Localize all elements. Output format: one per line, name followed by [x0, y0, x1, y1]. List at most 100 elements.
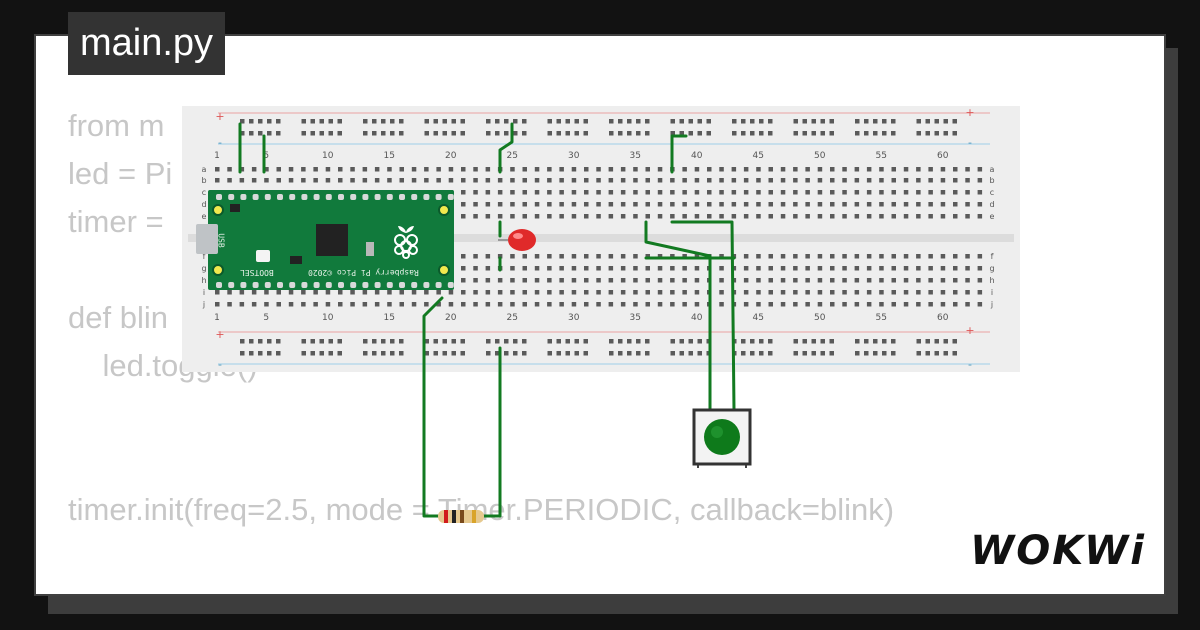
pico-pin[interactable] — [264, 194, 271, 200]
pico-pin[interactable] — [313, 282, 320, 288]
pico-pin[interactable] — [386, 282, 393, 288]
bootsel-button[interactable] — [256, 250, 270, 262]
rail-hole — [442, 339, 447, 344]
breadboard-hole — [473, 254, 478, 259]
breadboard-hole — [879, 167, 884, 172]
breadboard-hole — [461, 254, 466, 259]
rail-hole — [618, 351, 623, 356]
pico-pin[interactable] — [362, 194, 369, 200]
breadboard-hole — [879, 214, 884, 219]
pico-pin[interactable] — [216, 194, 222, 200]
pico-pin[interactable] — [423, 282, 430, 288]
breadboard-hole — [940, 254, 946, 259]
rail-hole — [504, 339, 509, 344]
mounting-hole — [212, 264, 224, 276]
mounting-hole — [438, 204, 450, 216]
pico-pin[interactable] — [252, 194, 259, 200]
breadboard-hole — [682, 290, 687, 295]
pico-pin[interactable] — [338, 282, 344, 288]
pico-pin[interactable] — [301, 282, 308, 288]
breadboard-hole — [879, 302, 884, 307]
pico-pin[interactable] — [350, 194, 357, 200]
breadboard-hole — [707, 167, 712, 172]
pico-pin[interactable] — [301, 194, 308, 200]
rail-hole — [618, 131, 623, 136]
rail-hole — [267, 131, 272, 136]
wire[interactable] — [670, 220, 736, 412]
wire[interactable] — [670, 134, 688, 174]
breadboard-hole — [670, 266, 675, 271]
pico-pin[interactable] — [264, 282, 271, 288]
breadboard-hole — [620, 266, 626, 271]
pico-pin[interactable] — [240, 194, 247, 200]
pico-pin[interactable] — [216, 282, 222, 288]
breadboard-hole — [387, 167, 392, 172]
breadboard-hole — [854, 266, 860, 271]
pico-pin[interactable] — [447, 282, 454, 288]
breadboard-hole — [657, 266, 663, 271]
breadboard-hole — [793, 202, 798, 207]
pico-pin[interactable] — [374, 282, 381, 288]
row-label: d — [989, 200, 994, 209]
breadboard-hole — [743, 254, 749, 259]
pushbutton[interactable] — [692, 408, 752, 468]
rail-hole — [249, 351, 254, 356]
rail-hole — [337, 119, 342, 124]
pico-pin[interactable] — [313, 194, 320, 200]
breadboard-hole — [916, 214, 921, 219]
pico-pin[interactable] — [277, 282, 283, 288]
breadboard-hole — [928, 190, 933, 195]
breadboard-hole — [694, 214, 700, 219]
rail-hole — [609, 131, 614, 136]
pico-pin[interactable] — [240, 282, 247, 288]
resistor[interactable] — [438, 510, 484, 523]
pico-pin[interactable] — [228, 282, 235, 288]
rail-hole — [583, 351, 588, 356]
wire[interactable] — [498, 122, 514, 174]
rail-hole — [240, 119, 245, 124]
pico-pin[interactable] — [411, 282, 418, 288]
breadboard-hole — [571, 278, 577, 283]
wire[interactable] — [644, 220, 712, 412]
column-label: 25 — [506, 313, 517, 323]
wire[interactable] — [480, 346, 502, 518]
pico-pin[interactable] — [399, 282, 405, 288]
breadboard-hole — [620, 290, 626, 295]
rail-hole — [645, 131, 650, 136]
breadboard-hole — [461, 214, 466, 219]
wire[interactable] — [422, 296, 444, 518]
pico-pin[interactable] — [435, 194, 442, 200]
pico-pin[interactable] — [325, 282, 332, 288]
pico-component — [230, 204, 240, 212]
red-led[interactable] — [498, 229, 536, 251]
rail-hole — [556, 119, 561, 124]
breadboard-hole — [793, 278, 798, 283]
pico-pin[interactable] — [447, 194, 454, 200]
pico-pin[interactable] — [435, 282, 442, 288]
pico-pin[interactable] — [350, 282, 357, 288]
pico-pin[interactable] — [411, 194, 418, 200]
row-label: a — [990, 165, 995, 174]
pico-pin[interactable] — [277, 194, 283, 200]
breadboard-hole — [817, 214, 823, 219]
pico-pin[interactable] — [289, 194, 296, 200]
code-line-3: timer = — [68, 204, 164, 239]
pico-pin[interactable] — [252, 282, 259, 288]
row-label: j — [202, 300, 205, 309]
pico-pin[interactable] — [228, 194, 235, 200]
pico-pin[interactable] — [362, 282, 369, 288]
breadboard-hole — [866, 190, 872, 195]
pico-pin[interactable] — [289, 282, 296, 288]
breadboard-hole — [707, 214, 712, 219]
pico-pin[interactable] — [338, 194, 344, 200]
pico-pin[interactable] — [325, 194, 332, 200]
pico-pin[interactable] — [386, 194, 393, 200]
raspberry-pi-pico[interactable]: Raspberry Pi Pico ©2020 BOOTSEL USB — [196, 190, 454, 290]
pico-pin[interactable] — [399, 194, 405, 200]
pico-pin[interactable] — [423, 194, 430, 200]
file-tab-main-py[interactable]: main.py — [68, 12, 226, 75]
breadboard-hole — [571, 214, 577, 219]
breadboard-hole — [817, 254, 823, 259]
pico-pin[interactable] — [374, 194, 381, 200]
breadboard-hole — [534, 266, 540, 271]
